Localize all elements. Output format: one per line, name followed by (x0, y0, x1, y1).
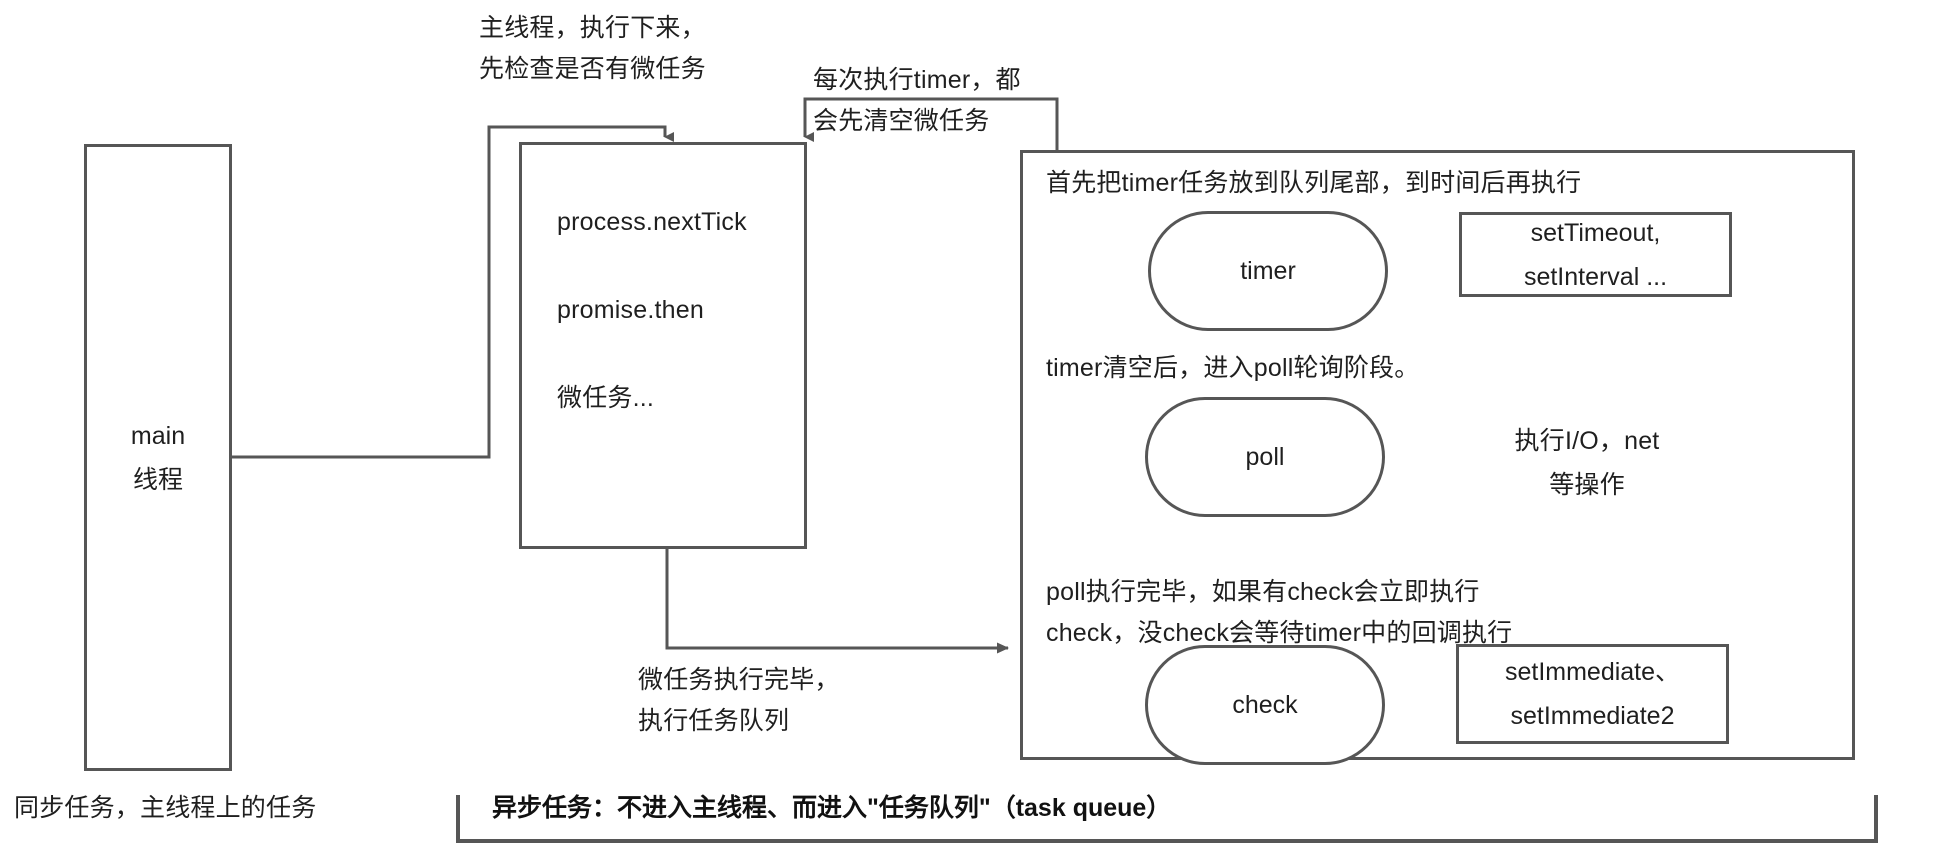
poll-note: timer清空后，进入poll轮询阶段。 (1046, 354, 1420, 382)
main-thread-note: 主线程，执行下来， 先检查是否有微任务 (479, 14, 706, 83)
check-apis-text: setImmediate、 setImmediate2 (1504, 658, 1681, 730)
timer-apis-text: setTimeout, setInterval ... (1523, 218, 1668, 291)
connector-microtask-to-async (665, 549, 1009, 654)
microtask-box-content: process.nextTick promise.then 微任务... (557, 208, 747, 412)
phase-check-label: check (1232, 690, 1298, 719)
phase-check-node: check (1145, 645, 1385, 765)
phase-poll-node: poll (1145, 397, 1385, 517)
main-thread-label: main 线程 (130, 421, 186, 494)
async-task-footer-label: 异步任务：不进入主线程、而进入"任务队列"（task queue） (492, 794, 1172, 822)
phase-poll-label: poll (1245, 442, 1285, 471)
check-note: poll执行完毕，如果有check会立即执行 check，没check会等待ti… (1046, 578, 1513, 647)
timer-apis-box: setTimeout, setInterval ... (1459, 212, 1732, 297)
check-apis-box: setImmediate、 setImmediate2 (1456, 644, 1729, 744)
sync-task-footer-label: 同步任务，主线程上的任务 (14, 794, 317, 822)
main-thread-box: main 线程 (84, 144, 232, 771)
phase-timer-label: timer (1240, 256, 1296, 285)
timer-queue-note: 首先把timer任务放到队列尾部，到时间后再执行 (1046, 169, 1582, 197)
poll-ops-text: 执行I/O，net 等操作 (1514, 427, 1660, 499)
microtask-box (519, 142, 807, 549)
microtask-done-note: 微任务执行完毕， 执行任务队列 (638, 666, 840, 735)
timer-note: 每次执行timer，都 会先清空微任务 (813, 66, 1021, 135)
phase-timer-node: timer (1148, 211, 1388, 331)
